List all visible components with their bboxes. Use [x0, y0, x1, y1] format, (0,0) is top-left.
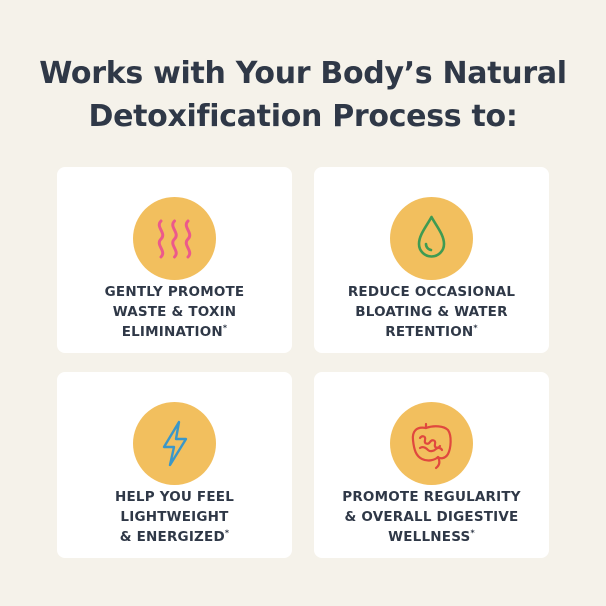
benefit-label: PROMOTE REGULARITY & OVERALL DIGESTIVE W…: [342, 489, 521, 545]
icon-badge: [133, 197, 216, 280]
benefit-card-digestive: PROMOTE REGULARITY & OVERALL DIGESTIVE W…: [314, 372, 549, 558]
disclaimer-mark: *: [473, 323, 478, 333]
benefit-card-energized: HELP YOU FEEL LIGHTWEIGHT & ENERGIZED*: [57, 372, 292, 558]
benefit-card-bloating: REDUCE OCCASIONAL BLOATING & WATER RETEN…: [314, 167, 549, 353]
icon-badge: [133, 402, 216, 485]
benefit-card-waste-elimination: GENTLY PROMOTE WASTE & TOXIN ELIMINATION…: [57, 167, 292, 353]
icon-badge: [390, 197, 473, 280]
benefit-label: GENTLY PROMOTE WASTE & TOXIN ELIMINATION…: [104, 284, 245, 340]
water-drop-icon: [417, 215, 446, 258]
benefit-label: HELP YOU FEEL LIGHTWEIGHT & ENERGIZED*: [114, 489, 235, 545]
disclaimer-mark: *: [470, 528, 475, 538]
disclaimer-mark: *: [224, 528, 230, 538]
benefit-label: REDUCE OCCASIONAL BLOATING & WATER RETEN…: [347, 284, 516, 340]
lightning-bolt-icon: [162, 420, 188, 467]
intestines-icon: [411, 422, 452, 470]
headline-line-2: Detoxification Process to:: [88, 99, 518, 134]
page-headline: Works with Your Body’s Natural Detoxific…: [0, 52, 606, 138]
heat-waves-icon: [157, 219, 192, 259]
icon-badge: [390, 402, 473, 485]
headline-line-1: Works with Your Body’s Natural: [39, 56, 567, 91]
disclaimer-mark: *: [222, 323, 228, 333]
